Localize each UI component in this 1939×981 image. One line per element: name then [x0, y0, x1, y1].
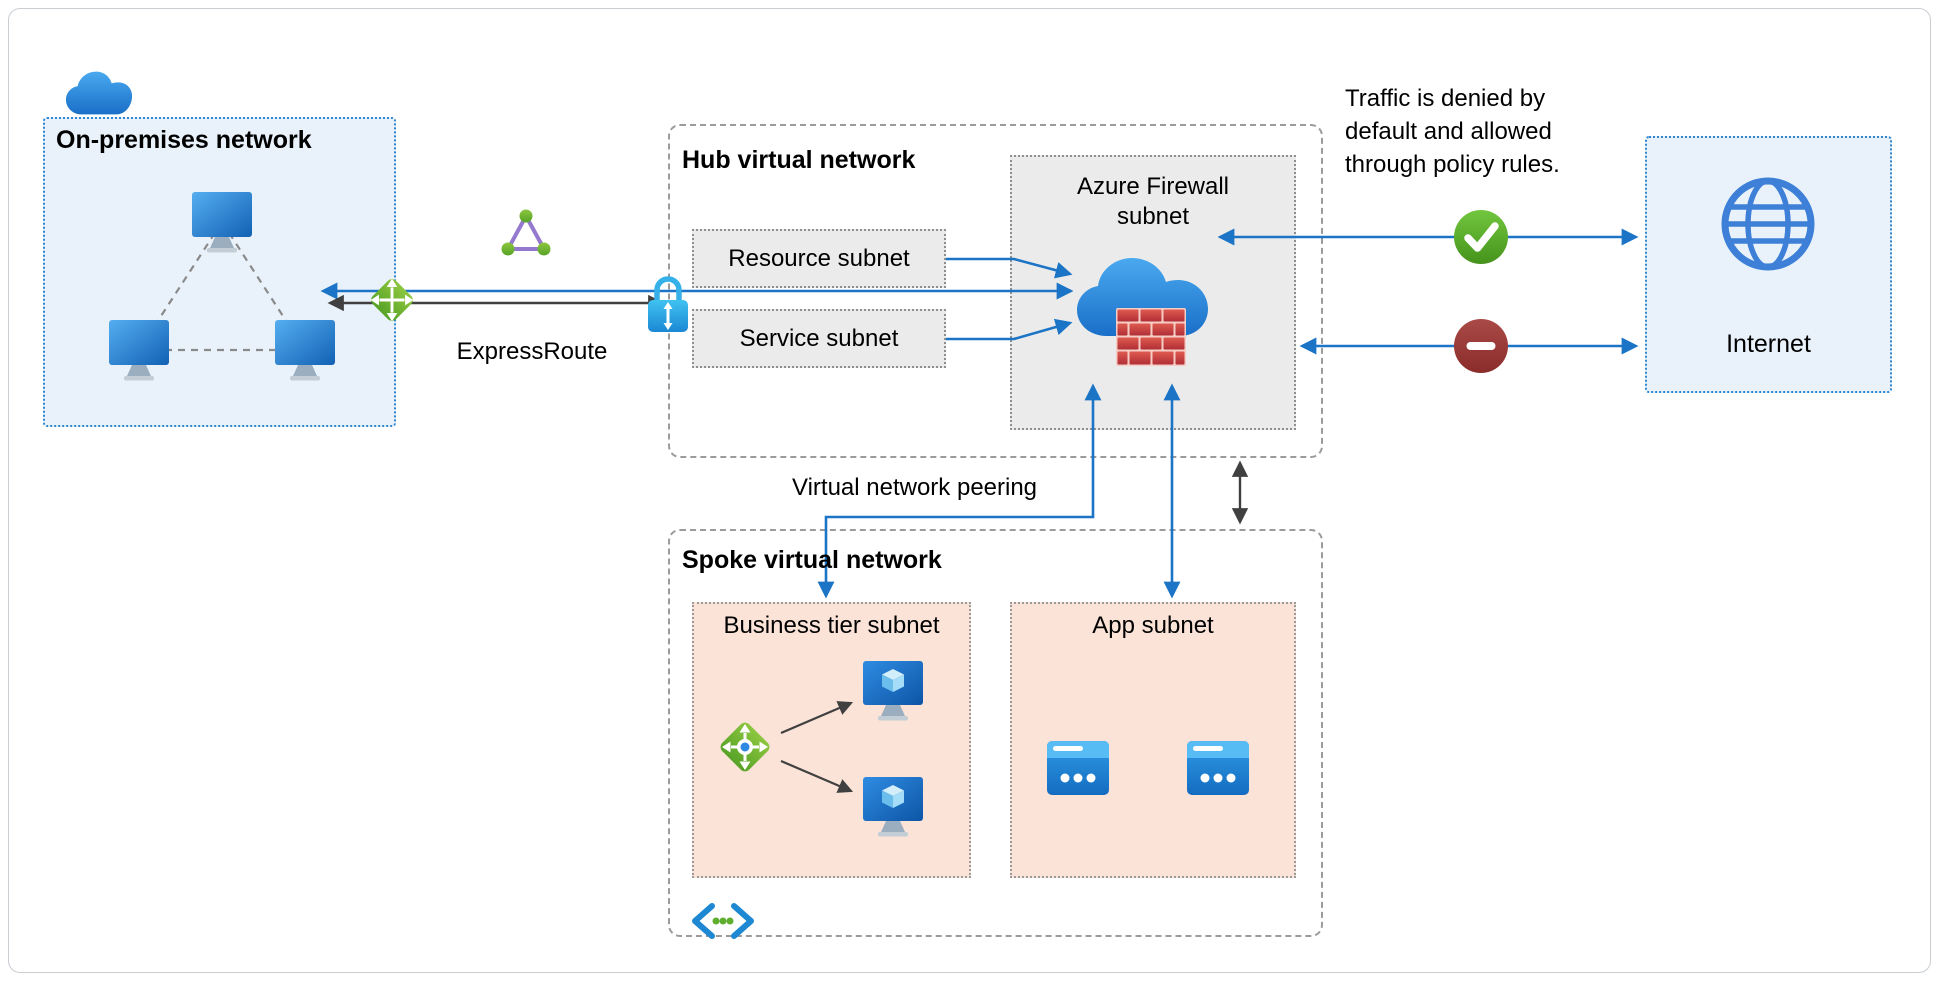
resource-subnet-box: Resource subnet [692, 229, 946, 288]
service-subnet-label: Service subnet [739, 324, 899, 352]
peering-label: Virtual network peering [792, 474, 1038, 501]
cloud-icon [64, 70, 134, 118]
allow-check-icon [1452, 208, 1510, 266]
expressroute-circuit-icon [498, 207, 554, 259]
spoke-vnet-title: Spoke virtual network [682, 546, 942, 574]
load-balancer-icon [712, 714, 778, 780]
virtual-machine-icon [858, 772, 928, 842]
service-subnet-box: Service subnet [692, 309, 946, 368]
internet-label: Internet [1726, 330, 1811, 358]
business-subnet-box [692, 602, 971, 878]
workstation-icon [187, 187, 257, 257]
code-brackets-icon [686, 898, 760, 944]
expressroute-label: ExpressRoute [456, 338, 608, 365]
app-subnet-label: App subnet [1092, 612, 1214, 639]
on-premises-network-box [43, 117, 396, 427]
azure-firewall-icon [1074, 250, 1214, 380]
firewall-subnet-label: Azure Firewall subnet [1076, 173, 1230, 230]
workstation-icon [104, 315, 174, 385]
traffic-note: Traffic is denied by default and allowed… [1345, 85, 1560, 178]
business-subnet-label: Business tier subnet [723, 612, 940, 639]
app-service-icon [1183, 733, 1253, 803]
resource-subnet-label: Resource subnet [728, 244, 910, 272]
lock-icon [645, 272, 691, 336]
network-gateway-icon [363, 271, 421, 329]
deny-icon [1452, 317, 1510, 375]
virtual-machine-icon [858, 656, 928, 726]
app-subnet-box [1010, 602, 1296, 878]
hub-vnet-title: Hub virtual network [682, 146, 916, 174]
workstation-icon [270, 315, 340, 385]
on-premises-network-title: On-premises network [56, 126, 312, 154]
app-service-icon [1043, 733, 1113, 803]
internet-globe-icon [1716, 172, 1820, 276]
